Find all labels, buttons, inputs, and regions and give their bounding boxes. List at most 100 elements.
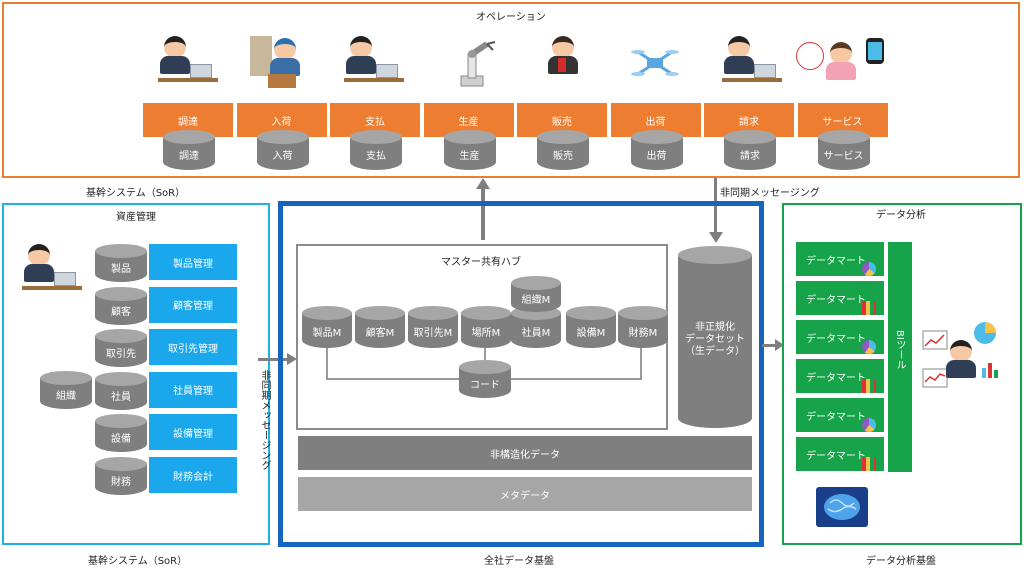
async-messaging-left-label: 非同期メッセージング <box>259 370 270 470</box>
denormalized-dataset-label: 非正規化 データセット （生データ） <box>685 322 745 357</box>
org-db-cylinder: 組織 <box>40 371 92 409</box>
asset-management-frame <box>2 203 270 545</box>
operation-db-cylinder-label: 入荷 <box>272 151 293 162</box>
drone-icon <box>631 50 679 76</box>
worker-illustration <box>22 244 82 300</box>
up-arrow-shaft <box>481 188 485 240</box>
operation-db-cylinder-label: 出荷 <box>646 151 667 162</box>
pie-chart-icon <box>862 340 876 354</box>
asset-db-cylinder-label: 社員 <box>111 391 131 403</box>
line-chart-icon <box>922 368 948 388</box>
asset-footer-label: 基幹システム（SoR） <box>88 556 188 567</box>
asset-management-title: 資産管理 <box>116 212 156 223</box>
asset-db-cylinder: 製品 <box>95 244 147 282</box>
asset-db-cylinder-label: 取引先 <box>106 349 136 361</box>
metadata-bar: メタデータ <box>298 477 752 511</box>
master-db-cylinder: 場所M <box>461 306 511 348</box>
asset-db-cylinder: 設備 <box>95 414 147 453</box>
warehouse-worker-illustration <box>250 36 308 96</box>
right-arrow-shaft <box>762 344 776 347</box>
master-db-cylinder: 財務M <box>618 306 668 348</box>
operation-db-cylinder: 入荷 <box>256 130 309 170</box>
operations-frame <box>2 2 1020 178</box>
down-arrow-head <box>709 232 723 243</box>
asset-management-bar: 顧客管理 <box>149 286 237 323</box>
operation-db-cylinder-label: サービス <box>823 151 864 162</box>
operation-db-cylinder-label: 支払 <box>366 151 386 162</box>
operation-db-cylinder-label: 販売 <box>553 151 573 162</box>
master-db-cylinder: 顧客M <box>355 306 405 348</box>
connector-line <box>640 348 642 378</box>
pie-chart-icon <box>862 418 876 432</box>
bi-tool-bar <box>888 242 912 472</box>
service-illustration <box>796 38 892 92</box>
master-db-cylinder-label: 場所M <box>471 328 501 339</box>
asset-db-cylinder-label: 設備 <box>111 434 131 446</box>
up-arrow-head <box>476 178 490 189</box>
org-db-label: 組織 <box>56 391 76 402</box>
pie-chart-icon <box>974 322 996 344</box>
master-db-cylinder-label: 社員M <box>521 328 551 339</box>
asset-db-cylinder-label: 製品 <box>111 264 131 275</box>
bi-tool-label: BIツール <box>894 330 905 370</box>
analytics-footer-label: データ分析基盤 <box>866 556 936 567</box>
operation-db-cylinder: 調達 <box>163 130 215 170</box>
asset-db-cylinder: 社員 <box>95 371 147 410</box>
operation-db-cylinder-label: 生産 <box>459 151 480 162</box>
cube-icon <box>862 457 876 471</box>
org-master-label: 組織M <box>521 295 551 306</box>
cube-icon <box>862 301 876 315</box>
data-platform-frame <box>278 201 764 547</box>
master-db-cylinder: 取引先M <box>408 306 458 348</box>
master-db-cylinder: 設備M <box>566 306 616 348</box>
data-mart-bar: データマート <box>796 398 884 432</box>
master-db-cylinder-label: 財務M <box>628 328 658 339</box>
worker-illustration <box>344 36 404 92</box>
robot-arm-icon <box>460 41 496 87</box>
master-db-cylinder-label: 顧客M <box>365 328 395 339</box>
asset-management-bar: 製品管理 <box>149 244 237 280</box>
operation-db-cylinder: 販売 <box>537 130 589 170</box>
master-hub-title: マスター共有ハブ <box>441 257 521 268</box>
operation-db-cylinder: 生産 <box>443 130 496 170</box>
operations-title: オペレーション <box>476 12 546 23</box>
unstructured-data-bar: 非構造化データ <box>298 436 752 470</box>
master-db-cylinder: 製品M <box>302 306 352 348</box>
operation-db-cylinder: サービス <box>817 130 870 170</box>
code-cylinder: コード <box>459 360 511 398</box>
brain-ai-icon <box>816 487 868 527</box>
operation-db-cylinder: 請求 <box>724 130 776 170</box>
code-label: コード <box>470 380 500 391</box>
data-mart-bar: データマート <box>796 437 884 471</box>
asset-db-cylinder-label: 顧客 <box>111 306 131 318</box>
operations-footer-label: 基幹システム（SoR） <box>86 188 186 199</box>
asset-management-bar: 財務会計 <box>149 457 237 493</box>
pie-chart-icon <box>862 262 876 276</box>
asset-db-cylinder: 取引先 <box>95 329 147 368</box>
master-db-cylinder-label: 設備M <box>576 328 606 339</box>
analytics-title: データ分析 <box>876 210 926 221</box>
async-messaging-top-label: 非同期メッセージング <box>720 188 820 199</box>
denormalized-dataset-cylinder: 非正規化 データセット （生データ） <box>678 246 752 428</box>
asset-db-cylinder: 顧客 <box>95 286 147 325</box>
asset-db-cylinder-label: 財務 <box>111 477 131 488</box>
cube-icon <box>862 379 876 393</box>
right-arrow-head <box>287 353 297 365</box>
operation-db-cylinder-label: 請求 <box>740 151 760 162</box>
connector-line <box>484 348 486 362</box>
worker-illustration <box>158 36 218 92</box>
org-master-cylinder: 組織M <box>511 276 561 312</box>
analytics-frame <box>782 203 1022 545</box>
asset-db-cylinder: 財務 <box>95 457 147 495</box>
master-db-cylinder: 社員M <box>511 306 561 348</box>
right-arrow-head <box>775 339 784 351</box>
worker-illustration <box>722 36 782 92</box>
connector-line <box>326 348 328 378</box>
master-db-cylinder-label: 取引先M <box>413 328 453 339</box>
data-platform-footer-label: 全社データ基盤 <box>484 556 554 567</box>
operation-db-cylinder: 支払 <box>350 130 402 170</box>
sales-person-illustration <box>544 36 584 94</box>
operation-db-cylinder: 出荷 <box>630 130 683 170</box>
operation-db-cylinder-label: 調達 <box>179 151 199 162</box>
asset-management-bar: 取引先管理 <box>149 329 237 366</box>
